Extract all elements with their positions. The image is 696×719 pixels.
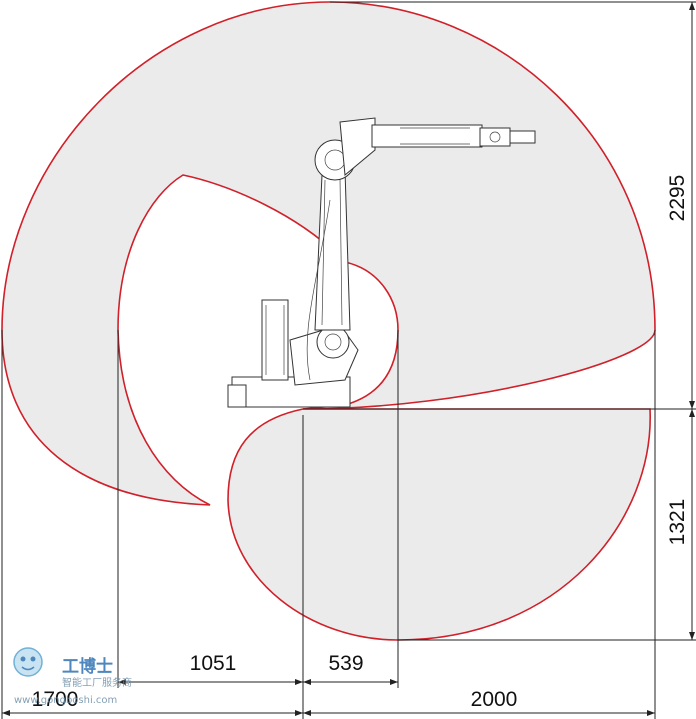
robot-upper-arm-housing	[339, 117, 376, 176]
robot-arm-drawing	[227, 117, 536, 408]
watermark-subtitle: 智能工厂服务商	[62, 676, 132, 689]
watermark-url: www.gongboshi.com	[14, 695, 117, 706]
watermark-title: 工博士	[62, 656, 113, 677]
watermark-logo: 工博士 智能工厂服务商 www.gongboshi.com	[13, 647, 132, 706]
dim-label-1700: 1700	[32, 688, 79, 711]
dim-label-1321: 1321	[666, 499, 689, 546]
robot-wrist	[479, 127, 511, 147]
dim-label-1051: 1051	[190, 652, 237, 675]
lower-envelope-area	[227, 408, 651, 641]
dim-label-2295: 2295	[666, 175, 689, 222]
mascot-icon	[13, 647, 43, 677]
dim-label-2000: 2000	[471, 688, 518, 711]
dim-label-539: 539	[328, 652, 363, 675]
robot-flange	[509, 130, 536, 144]
